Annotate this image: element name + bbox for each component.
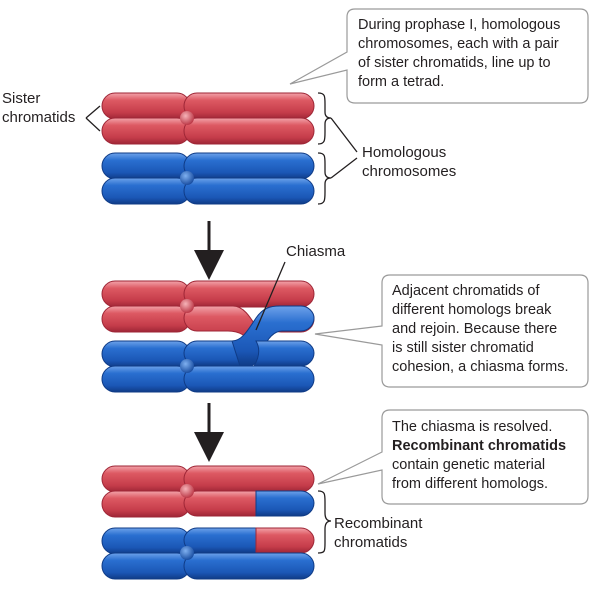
callout-resolved [317,409,589,505]
centromere-blue [180,546,194,560]
sister-label-line1: Sister [2,90,41,107]
homologous-label-line2: chromosomes [362,163,457,180]
callout-adjacent-line5: cohesion, a chiasma forms. [392,359,569,375]
red-homolog-bottom [101,465,315,518]
red-segment [255,527,315,554]
callout-prophase-line3: of sister chromatids, line up to [358,55,551,71]
blue-homolog-top [101,152,315,205]
centromere-blue [180,171,194,185]
chiasma-pointer [255,261,286,331]
sister-label-line2: chromatids [2,109,76,126]
tetrad-bottom [101,465,315,580]
blue-segment [255,490,315,517]
homologous-chromosomes-label: Homologous chromosomes [362,143,456,181]
callout-prophase [289,8,589,104]
centromere-red [180,299,194,313]
recombinant-chromatids-term: Recombinant chromatids [392,438,567,454]
callout-resolved-line1: The chiasma is resolved. [392,419,553,435]
sister-chromatids-bracket [85,105,101,132]
callout-prophase-line4: form a tetrad. [358,74,445,90]
blue-homolog-middle [101,305,315,393]
callout-adjacent-line4: is still sister chromatid [392,340,534,356]
callout-prophase-line1: During prophase I, homologous [358,17,561,33]
recombinant-label-line1: Recombinant [334,515,423,532]
centromere-blue [180,359,194,373]
homologous-brackets [317,92,358,205]
recombinant-chromatids-label: Recombinant chromatids [334,514,422,552]
callout-resolved-line2: Recombinant chromatids [392,437,566,456]
tetrad-middle [101,261,315,393]
callout-adjacent-line2: different homologs break [392,302,552,318]
chiasma-label: Chiasma [286,242,345,261]
callout-adjacent-line1: Adjacent chromatids of [392,283,540,299]
homologous-label-line1: Homologous [362,144,447,161]
tetrad-top [101,92,315,205]
callout-prophase-line2: chromosomes, each with a pair [358,36,559,52]
centromere-red [180,111,194,125]
red-homolog-top [101,92,315,145]
centromere-red [180,484,194,498]
callout-prophase-text: During prophase I, homologous chromosome… [358,16,560,92]
callout-resolved-text: The chiasma is resolved. Recombinant chr… [392,418,566,494]
callout-adjacent [314,274,589,388]
recombinant-label-line2: chromatids [334,534,408,551]
callout-adjacent-text: Adjacent chromatids of different homolog… [392,282,569,377]
callout-resolved-line4: from different homologs. [392,476,549,492]
callout-resolved-line3: contain genetic material [392,457,546,473]
recombinant-bracket [317,490,332,554]
sister-chromatids-label: Sister chromatids [2,89,75,127]
chiasma-text: Chiasma [286,243,346,260]
blue-homolog-bottom [101,527,315,580]
callout-adjacent-line3: and rejoin. Because there [392,321,558,337]
